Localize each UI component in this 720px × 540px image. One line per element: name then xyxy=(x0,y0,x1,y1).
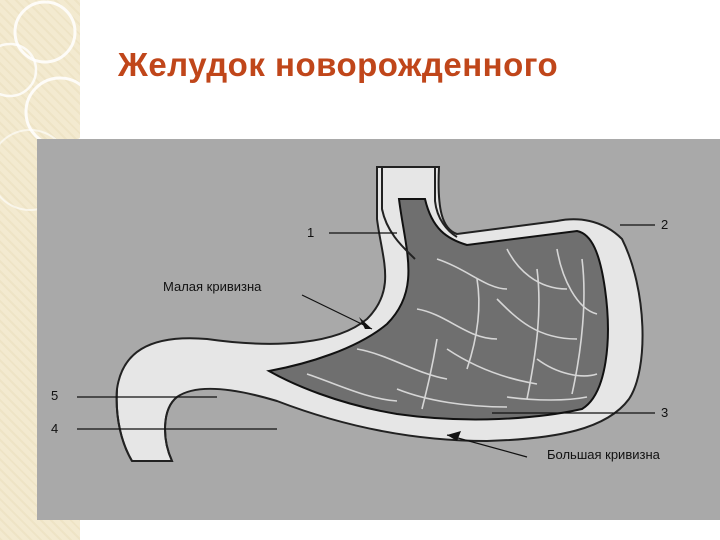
leader-line-greater-curvature xyxy=(446,434,528,458)
stomach-illustration: 1 2 3 4 5 Малая кривизна Большая кривизн… xyxy=(51,166,668,462)
label-5: 5 xyxy=(51,388,58,403)
mucosa-folds xyxy=(306,248,598,410)
arrow-lesser-curvature xyxy=(359,317,372,329)
stomach-diagram: 1 2 3 4 5 Малая кривизна Большая кривизн… xyxy=(37,139,720,520)
label-1: 1 xyxy=(307,225,314,240)
esophagus xyxy=(381,167,458,260)
leader-line-lesser-curvature xyxy=(301,294,373,330)
stomach-mucosa xyxy=(266,198,609,421)
label-lesser-curvature: Малая кривизна xyxy=(163,279,262,294)
label-3: 3 xyxy=(661,405,668,420)
label-greater-curvature: Большая кривизна xyxy=(547,447,661,462)
slide-title: Желудок новорожденного xyxy=(118,46,559,83)
leader-lines xyxy=(77,224,655,458)
label-4: 4 xyxy=(51,421,58,436)
arrow-greater-curvature xyxy=(447,431,461,441)
label-2: 2 xyxy=(661,217,668,232)
